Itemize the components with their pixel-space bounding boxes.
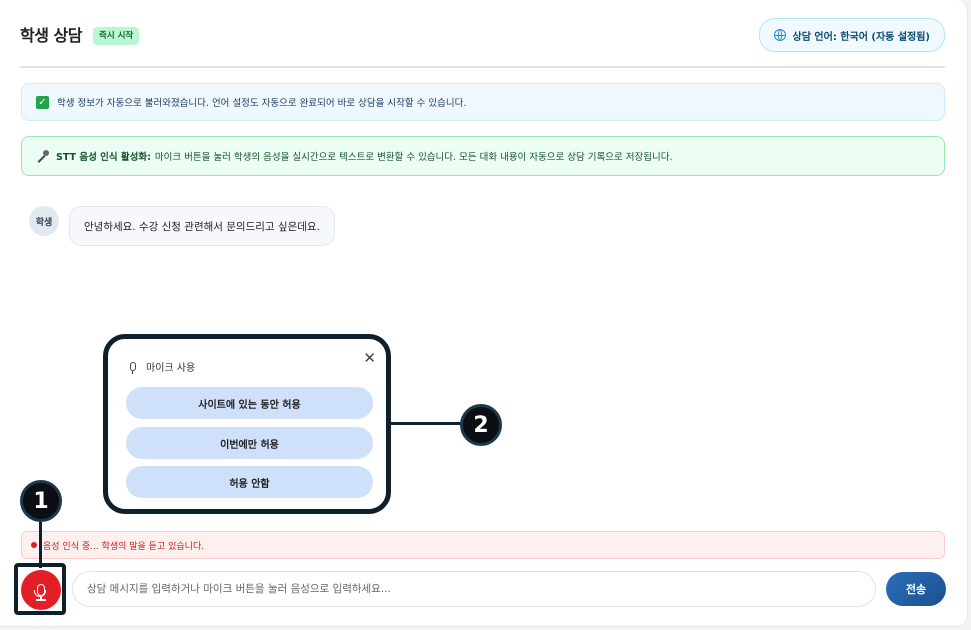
message-bubble: 안녕하세요. 수강 신청 관련해서 문의드리고 싶은데요. xyxy=(69,206,335,246)
info-alert: ✓ 학생 정보가 자동으로 불러와졌습니다. 언어 설정도 자동으로 완료되어 … xyxy=(21,83,945,121)
callout-marker-1: 1 xyxy=(20,480,62,522)
header: 학생 상담 즉시 시작 상담 언어: 한국어 (자동 설정됨) xyxy=(20,18,945,68)
callout-connector-1 xyxy=(39,520,42,568)
popup-header: 마이크 사용 xyxy=(130,359,195,374)
language-label: 상담 언어: 한국어 (자동 설정됨) xyxy=(792,31,930,43)
allow-while-visiting-button[interactable]: 사이트에 있는 동안 허용 xyxy=(126,387,373,419)
stt-alert-text: 마이크 버튼을 눌러 학생의 음성을 실시간으로 텍스트로 변환할 수 있습니다… xyxy=(154,152,673,163)
message-input[interactable] xyxy=(72,571,876,607)
message-row: 학생 안녕하세요. 수강 신청 관련해서 문의드리고 싶은데요. xyxy=(29,206,335,246)
check-icon: ✓ xyxy=(36,95,49,109)
close-icon[interactable]: ✕ xyxy=(363,349,376,367)
language-pill[interactable]: 상담 언어: 한국어 (자동 설정됨) xyxy=(758,18,945,52)
allow-this-time-button[interactable]: 이번에만 허용 xyxy=(126,427,373,459)
callout-marker-2: 2 xyxy=(460,404,502,446)
microphone-icon xyxy=(130,362,136,374)
microphone-icon xyxy=(36,149,50,163)
globe-icon xyxy=(773,29,786,41)
mic-highlight-frame xyxy=(14,563,66,615)
microphone-base xyxy=(36,599,46,601)
avatar: 학생 xyxy=(29,206,59,236)
popup-title: 마이크 사용 xyxy=(146,363,196,374)
microphone-stem xyxy=(40,595,42,599)
recording-status-bar: 음성 인식 중... 학생의 말을 듣고 있습니다. xyxy=(21,531,945,559)
stt-alert-strong: STT 음성 인식 활성화: xyxy=(56,152,151,163)
callout-connector-2 xyxy=(390,422,462,425)
microphone-button[interactable] xyxy=(21,570,61,610)
instant-start-badge: 즉시 시작 xyxy=(93,27,140,45)
info-alert-text: 학생 정보가 자동으로 불러와졌습니다. 언어 설정도 자동으로 완료되어 바로… xyxy=(57,98,467,109)
page-title: 학생 상담 xyxy=(20,26,82,45)
never-allow-button[interactable]: 허용 안함 xyxy=(126,466,373,498)
recording-status-text: 음성 인식 중... 학생의 말을 듣고 있습니다. xyxy=(43,541,205,552)
stt-alert: STT 음성 인식 활성화: 마이크 버튼을 눌러 학생의 음성을 실시간으로 … xyxy=(21,136,945,176)
send-button[interactable]: 전송 xyxy=(886,572,946,606)
mic-permission-popup: 마이크 사용 ✕ 사이트에 있는 동안 허용 이번에만 허용 허용 안함 xyxy=(103,334,391,514)
recording-dot-icon xyxy=(31,542,37,548)
